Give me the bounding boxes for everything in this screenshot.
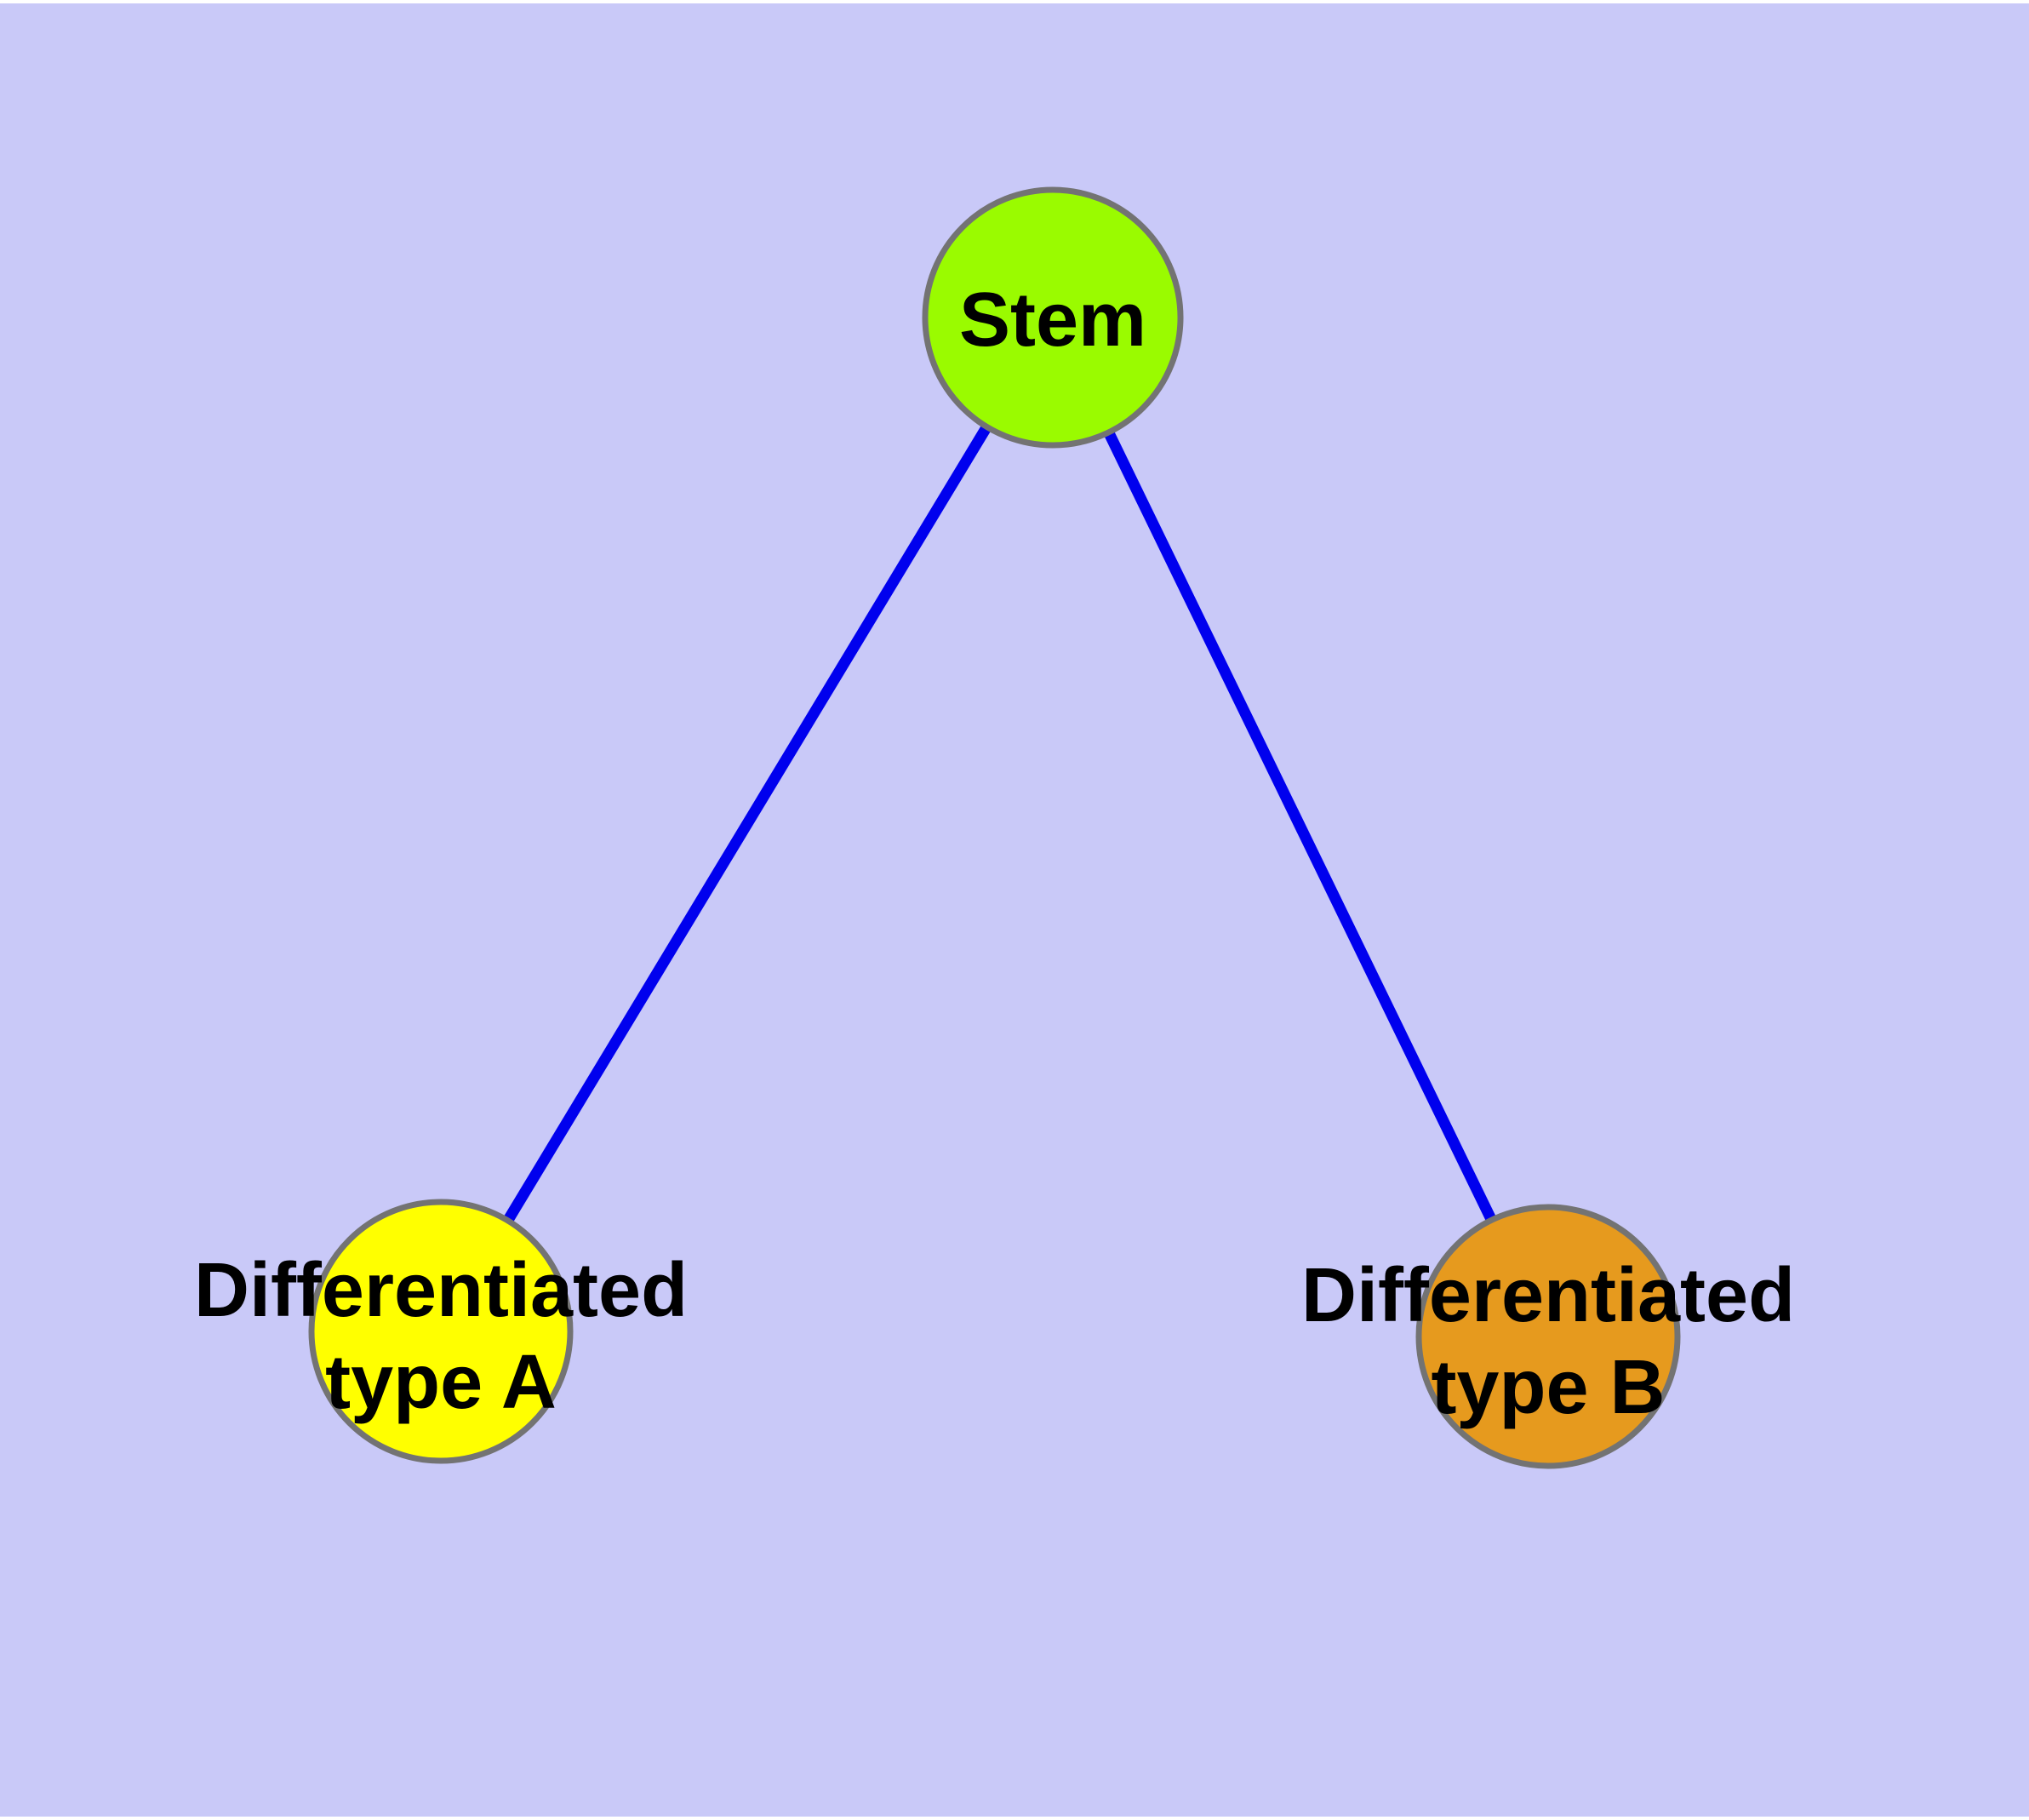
node-label-line: Stem <box>958 278 1147 363</box>
edge-stem-to-type-b <box>1048 315 1553 1339</box>
node-label-line: Differentiated <box>1300 1253 1796 1338</box>
node-label-line: Differentiated <box>193 1248 689 1333</box>
node-stem-circle <box>922 186 1184 449</box>
node-type-a-label: Differentiated type A <box>194 1245 688 1428</box>
node-label-line: type A <box>325 1340 557 1425</box>
edge-stem-to-type-a <box>436 314 1058 1335</box>
graph-svg <box>308 186 1681 1469</box>
node-label-line: type B <box>1431 1345 1666 1430</box>
node-stem-label: Stem <box>959 274 1146 366</box>
node-type-b-label: Differentiated type B <box>1301 1250 1795 1434</box>
node-type-b-circle <box>1415 1204 1681 1469</box>
node-type-a-circle <box>308 1199 574 1464</box>
diagram-canvas: Stem Differentiated type A Differentiate… <box>0 3 2029 1817</box>
